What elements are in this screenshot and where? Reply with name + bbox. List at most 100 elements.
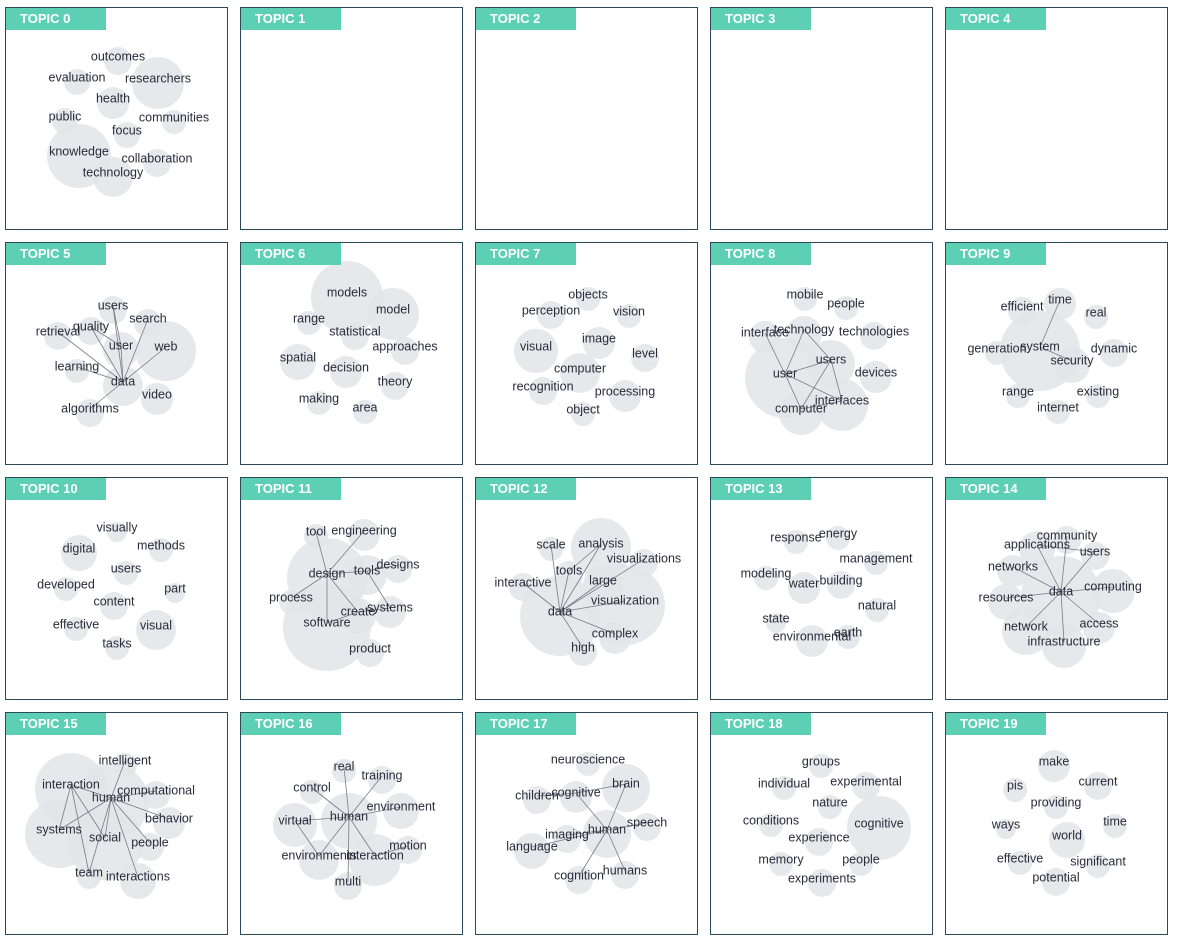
word-link xyxy=(122,346,167,383)
word-bubble xyxy=(280,344,316,380)
word-link xyxy=(522,582,561,613)
word-bubble xyxy=(97,87,129,119)
word-bubble xyxy=(1053,526,1081,554)
word-label: collaboration xyxy=(122,151,193,165)
word-link xyxy=(784,329,805,375)
topic-word-network: wirelesscharacteristicsdevelopedphysical… xyxy=(946,8,1168,230)
word-link xyxy=(58,797,112,831)
word-bubble xyxy=(585,565,665,645)
word-bubble xyxy=(61,535,97,571)
word-link xyxy=(104,797,112,839)
word-label: system xyxy=(1020,339,1060,353)
word-link xyxy=(606,783,627,831)
word-bubble xyxy=(330,356,362,388)
word-link xyxy=(784,359,832,375)
word-label: visual xyxy=(520,339,552,353)
word-label: technologies xyxy=(839,324,909,338)
word-link xyxy=(1005,591,1062,599)
word-link xyxy=(1012,566,1062,593)
word-bubble xyxy=(99,296,127,324)
word-bubble xyxy=(1083,612,1115,644)
word-label: focus xyxy=(112,123,142,137)
word-label: user xyxy=(109,338,133,352)
word-bubble xyxy=(307,391,331,415)
word-link xyxy=(559,570,570,613)
word-label: computer xyxy=(554,361,606,375)
word-link xyxy=(1039,346,1073,362)
word-link xyxy=(326,530,365,575)
word-label: speech xyxy=(627,815,667,829)
word-bubble xyxy=(348,519,380,551)
topic-badge: TOPIC 10 xyxy=(6,478,106,500)
word-label: security xyxy=(1050,353,1094,367)
word-bubble xyxy=(1049,822,1085,858)
word-label: time xyxy=(1103,814,1127,828)
word-label: video xyxy=(142,387,172,401)
word-label: visually xyxy=(97,520,139,534)
word-link xyxy=(357,607,391,613)
word-bubble xyxy=(997,555,1029,587)
topic-badge: TOPIC 12 xyxy=(476,478,576,500)
word-label: models xyxy=(327,285,367,299)
word-label: cognitive xyxy=(551,785,600,799)
word-label: users xyxy=(98,298,129,312)
word-label: environment xyxy=(367,799,436,813)
word-bubble xyxy=(617,304,641,328)
topic-word-network: numberstructuresmedicalanalysisdataabili… xyxy=(711,8,933,230)
word-label: model xyxy=(376,302,410,316)
word-link xyxy=(764,332,786,375)
word-label: methods xyxy=(137,538,185,552)
word-bubble xyxy=(766,613,786,633)
word-link xyxy=(326,570,368,575)
word-label: users xyxy=(111,561,142,575)
word-link xyxy=(575,783,627,794)
word-label: product xyxy=(349,641,391,655)
word-label: language xyxy=(506,839,557,853)
word-link xyxy=(800,400,843,410)
word-label: visual xyxy=(140,618,172,632)
word-label: create xyxy=(341,604,376,618)
word-bubble xyxy=(1042,624,1086,668)
word-bubble xyxy=(537,301,565,329)
word-label: user xyxy=(773,366,797,380)
word-bubble xyxy=(76,399,104,427)
topic-badge: TOPIC 13 xyxy=(711,478,811,500)
word-bubble xyxy=(514,833,550,869)
word-bubble xyxy=(341,322,369,350)
word-label: interactions xyxy=(106,869,170,883)
word-label: users xyxy=(816,352,847,366)
word-link xyxy=(326,611,359,624)
word-link xyxy=(348,816,376,857)
word-label: communities xyxy=(139,110,209,124)
word-bubble xyxy=(114,122,140,148)
word-link xyxy=(566,829,608,836)
word-label: earth xyxy=(834,625,863,639)
word-label: infrastructure xyxy=(1028,634,1101,648)
word-label: groups xyxy=(802,754,840,768)
word-label: internet xyxy=(1037,400,1079,414)
word-label: networks xyxy=(988,559,1038,573)
word-bubble xyxy=(153,807,185,839)
word-link xyxy=(366,570,391,609)
word-bubble xyxy=(114,561,138,585)
word-bubble xyxy=(1019,531,1055,567)
word-bubble xyxy=(77,865,101,889)
word-link xyxy=(347,816,350,883)
word-bubble xyxy=(529,377,557,405)
word-bubble xyxy=(1038,750,1070,782)
word-bubble xyxy=(788,572,820,604)
word-link xyxy=(559,611,616,635)
word-bubble xyxy=(299,840,339,880)
word-link xyxy=(550,544,561,613)
word-label: people xyxy=(131,835,169,849)
word-label: decision xyxy=(323,360,369,374)
word-label: intelligent xyxy=(99,753,152,767)
word-label: interaction xyxy=(42,777,100,791)
word-label: computing xyxy=(1084,579,1142,593)
